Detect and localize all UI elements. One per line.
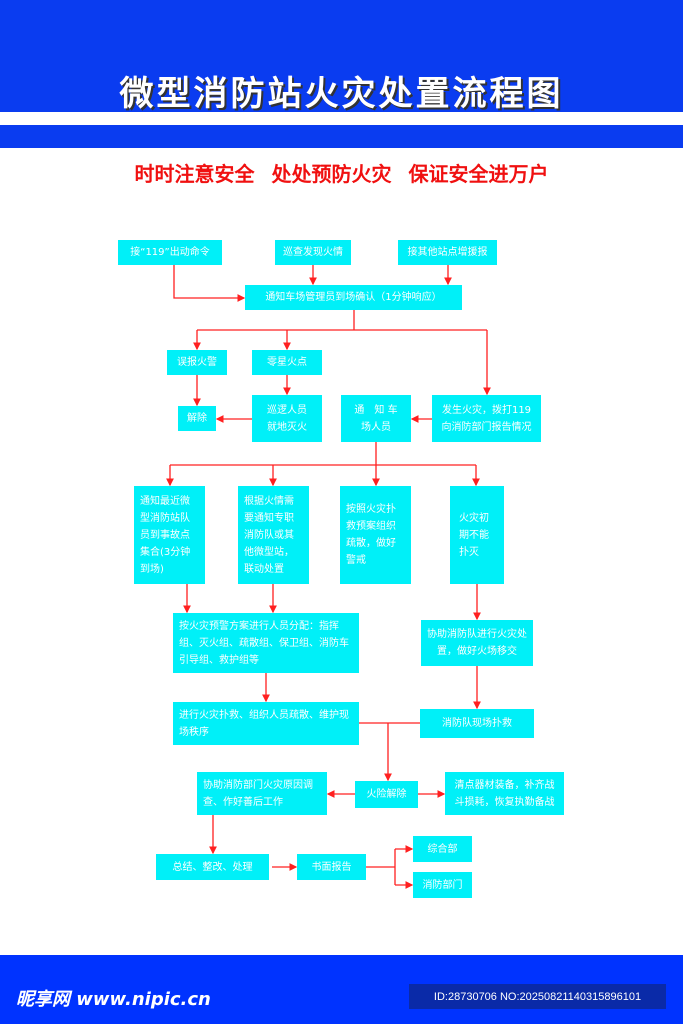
box-evacuation-plan: 按照火灾扑救预案组织疏散，做好警戒	[340, 486, 411, 584]
box-notify-staff: 通 知 车场人员	[341, 395, 411, 442]
box-fire-call-119: 发生火灾，拨打119向消防部门报告情况	[432, 395, 541, 442]
header-band	[0, 0, 683, 112]
box-119-order: 接“119”出动命令	[118, 240, 222, 265]
watermark-logo: 昵享网 www.nipic.cn	[16, 989, 211, 1010]
page-title: 微型消防站火灾处置流程图	[119, 74, 564, 114]
image-id: ID:28730706 NO:20250821140315896101	[409, 984, 666, 1009]
box-patrol-discover: 巡查发现火情	[275, 240, 351, 265]
footer: 昵享网 www.nipic.cn ID:28730706 NO:20250821…	[0, 955, 683, 1024]
box-false-alarm: 误报火警	[167, 350, 227, 375]
header-stripe	[0, 125, 683, 148]
box-fire-brigade: 消防队现场扑救	[420, 709, 534, 738]
box-staff-assignment: 按火灾预警方案进行人员分配：指挥组、灭火组、疏散组、保卫组、消防车引导组、救护组…	[173, 613, 359, 673]
box-patrol-extinguish: 巡逻人员就地灭火	[252, 395, 322, 442]
slogan: 时时注意安全 处处预防火灾 保证安全进万户	[134, 162, 549, 186]
box-written-report: 书面报告	[297, 854, 366, 880]
box-general-dept: 综合部	[413, 836, 472, 862]
box-cannot-extinguish: 火灾初期不能扑灭	[450, 486, 504, 584]
box-restore-readiness: 清点器材装备，补齐战斗损耗，恢复执勤备战	[445, 772, 564, 815]
box-danger-cleared: 火险解除	[355, 781, 418, 808]
box-summary: 总结、整改、处理	[156, 854, 269, 880]
box-dismiss: 解除	[178, 406, 216, 431]
box-notify-manager: 通知车场管理员到场确认（1分钟响应）	[245, 285, 462, 310]
box-investigation: 协助消防部门火灾原因调查、作好善后工作	[197, 772, 327, 815]
box-firefighting: 进行火灾扑救、组织人员疏散、维护现场秩序	[173, 702, 359, 745]
box-notify-nearest-station: 通知最近微型消防站队员到事故点集合(3分钟到场)	[134, 486, 205, 584]
box-joint-response: 根据火情需要通知专职消防队或其他微型站，联动处置	[238, 486, 309, 584]
box-assist-handover: 协助消防队进行火灾处置，做好火场移交	[421, 620, 533, 666]
box-reinforce-request: 接其他站点增援报	[398, 240, 497, 265]
box-small-fire: 零星火点	[252, 350, 322, 375]
box-fire-dept: 消防部门	[413, 872, 472, 898]
